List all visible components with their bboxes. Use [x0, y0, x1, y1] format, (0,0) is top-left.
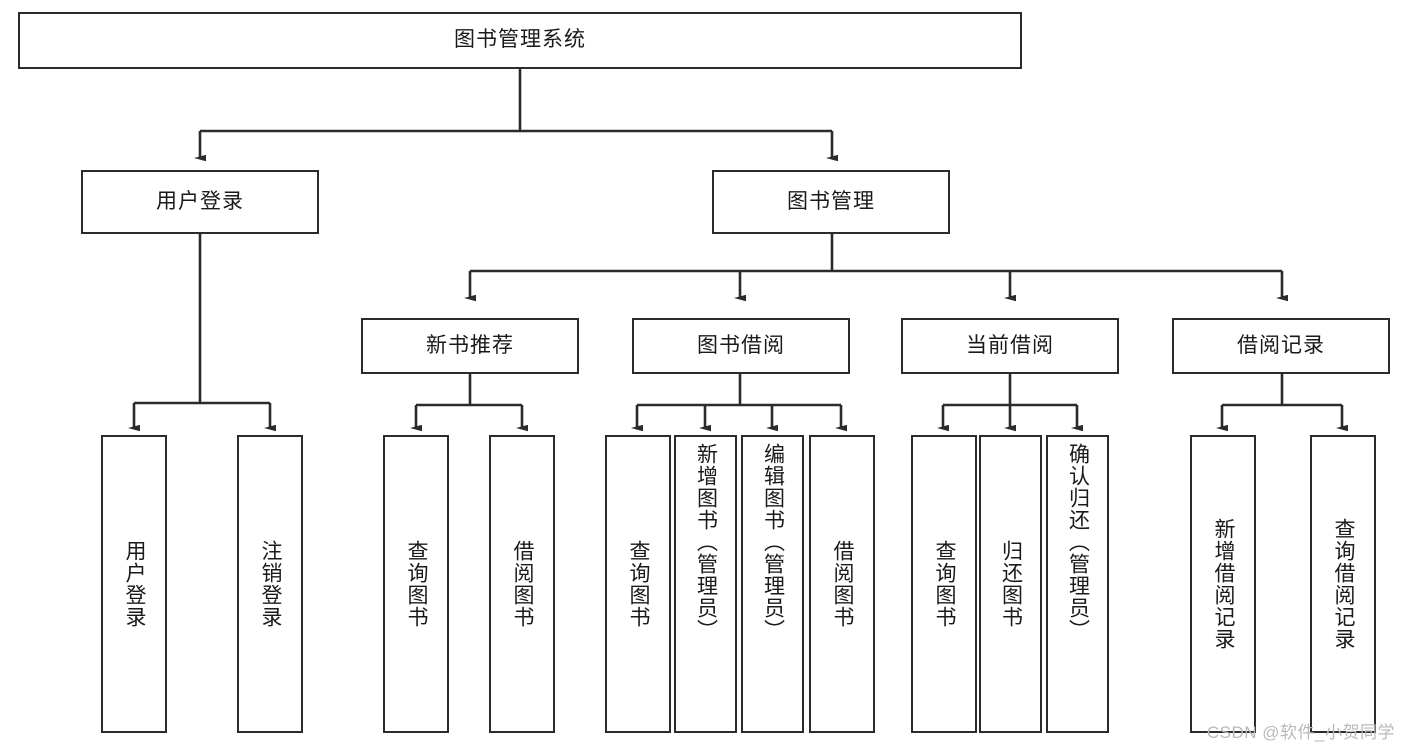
leaf-add-record-label: 新增借阅记录	[1212, 518, 1236, 650]
leaf-add-book[interactable]: 新增图书（管理员）	[674, 435, 737, 733]
leaf-query-book-3[interactable]: 查询图书	[911, 435, 977, 733]
node-new-book-recommend-label: 新书推荐	[426, 333, 514, 357]
node-user-login[interactable]: 用户登录	[81, 170, 319, 234]
csdn-watermark: CSDN @软件_小贺同学	[1206, 723, 1395, 742]
node-root[interactable]: 图书管理系统	[18, 12, 1022, 69]
node-new-book-recommend[interactable]: 新书推荐	[361, 318, 579, 374]
node-borrow-record[interactable]: 借阅记录	[1172, 318, 1390, 374]
leaf-borrow-book-1[interactable]: 借阅图书	[489, 435, 555, 733]
leaf-query-record[interactable]: 查询借阅记录	[1310, 435, 1376, 733]
leaf-add-book-label: 新增图书（管理员）	[694, 443, 718, 641]
leaf-borrow-book-2-label: 借阅图书	[831, 540, 855, 628]
leaf-query-book-3-label: 查询图书	[933, 540, 957, 628]
leaf-query-book-2[interactable]: 查询图书	[605, 435, 671, 733]
node-book-management-label: 图书管理	[787, 189, 875, 213]
node-book-borrow[interactable]: 图书借阅	[632, 318, 850, 374]
leaf-user-login[interactable]: 用户登录	[101, 435, 167, 733]
leaf-query-record-label: 查询借阅记录	[1332, 518, 1356, 650]
leaf-logout[interactable]: 注销登录	[237, 435, 303, 733]
leaf-logout-label: 注销登录	[259, 540, 283, 628]
leaf-confirm-return-label: 确认归还（管理员）	[1066, 443, 1090, 641]
node-current-borrow[interactable]: 当前借阅	[901, 318, 1119, 374]
leaf-query-book-1[interactable]: 查询图书	[383, 435, 449, 733]
node-book-borrow-label: 图书借阅	[697, 333, 785, 357]
node-book-management[interactable]: 图书管理	[712, 170, 950, 234]
leaf-borrow-book-2[interactable]: 借阅图书	[809, 435, 875, 733]
node-current-borrow-label: 当前借阅	[966, 333, 1054, 357]
node-borrow-record-label: 借阅记录	[1237, 333, 1325, 357]
leaf-user-login-label: 用户登录	[123, 540, 147, 628]
leaf-edit-book[interactable]: 编辑图书（管理员）	[741, 435, 804, 733]
leaf-confirm-return[interactable]: 确认归还（管理员）	[1046, 435, 1109, 733]
leaf-borrow-book-1-label: 借阅图书	[511, 540, 535, 628]
leaf-return-book-label: 归还图书	[999, 540, 1023, 628]
node-user-login-label: 用户登录	[156, 189, 244, 213]
leaf-return-book[interactable]: 归还图书	[979, 435, 1042, 733]
leaf-query-book-1-label: 查询图书	[405, 540, 429, 628]
node-root-label: 图书管理系统	[454, 28, 586, 52]
leaf-edit-book-label: 编辑图书（管理员）	[761, 443, 785, 641]
leaf-query-book-2-label: 查询图书	[627, 540, 651, 628]
leaf-add-record[interactable]: 新增借阅记录	[1190, 435, 1256, 733]
